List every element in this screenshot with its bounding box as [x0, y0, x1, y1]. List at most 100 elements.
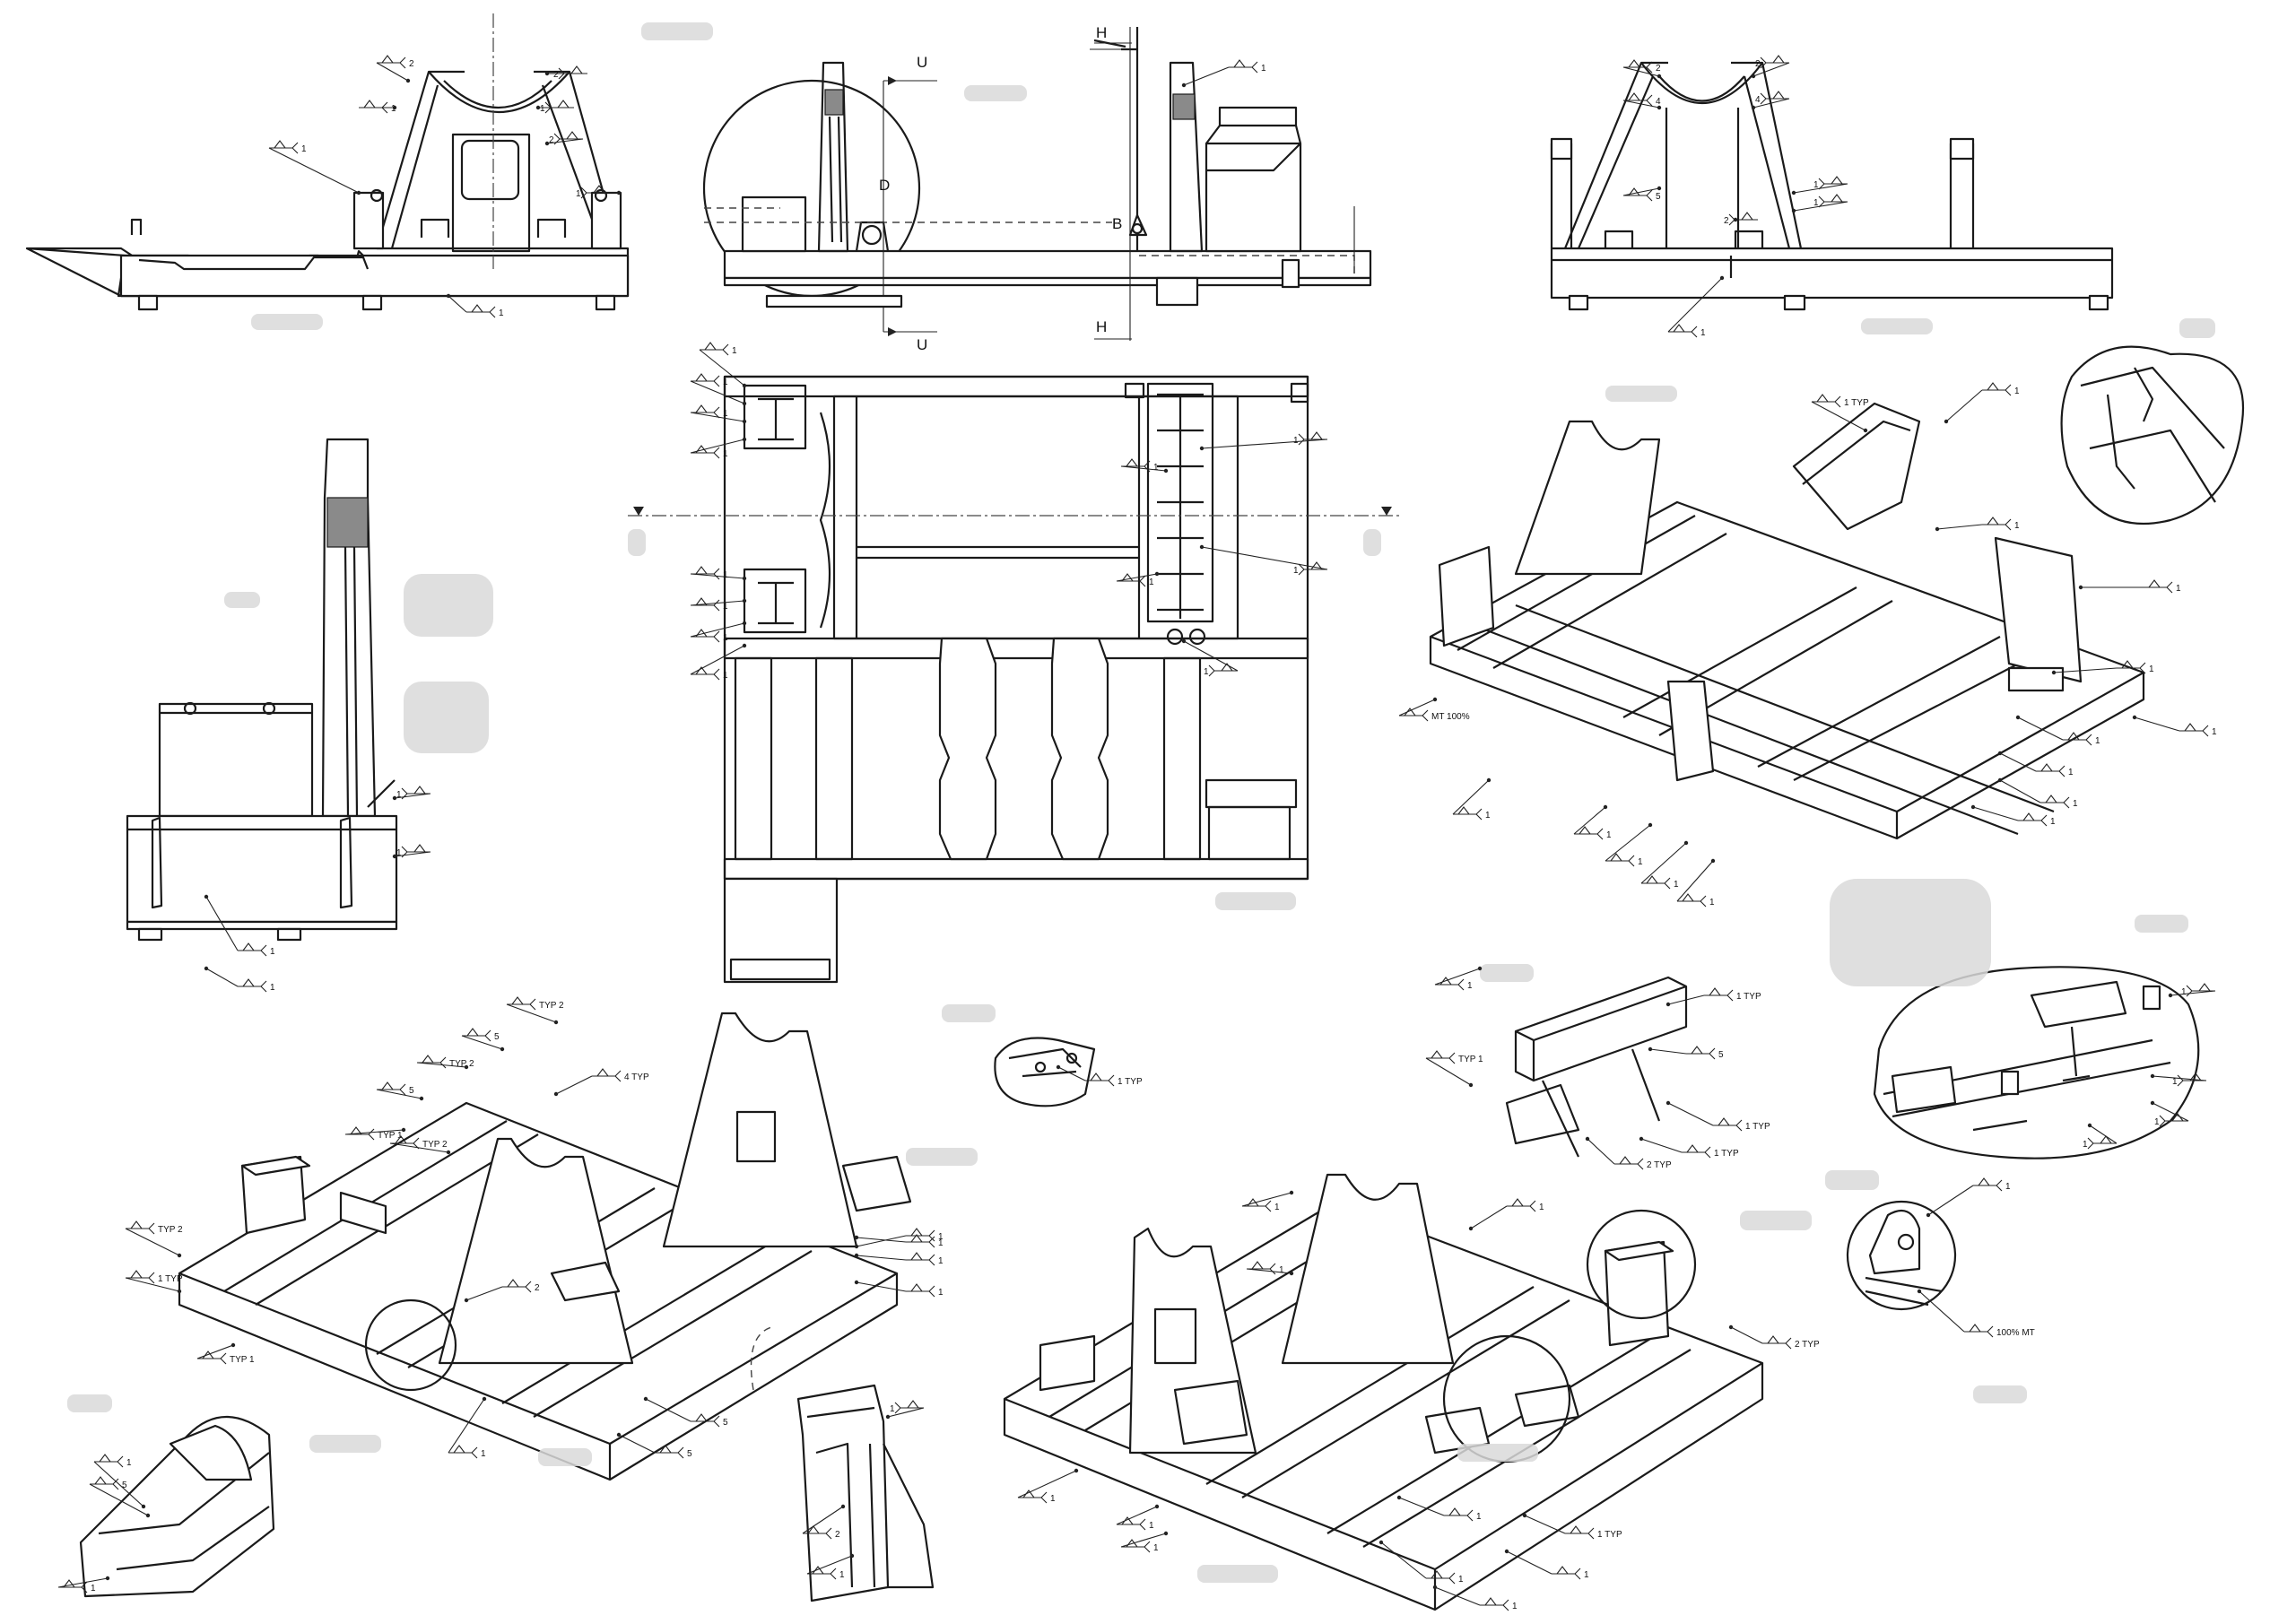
weld-symbol-icon: 5 — [643, 1396, 728, 1428]
weld-label: 1 — [723, 602, 728, 612]
weld-symbol-icon: 1 — [690, 404, 747, 424]
weld-label: 1 TYP — [1844, 398, 1869, 408]
weld-symbol-icon: 1 — [535, 100, 575, 114]
weld-symbol-icon: TYP 2 — [389, 1135, 451, 1155]
weld-label: 1 — [938, 1232, 944, 1242]
weld-symbol-icon: TYP 2 — [416, 1055, 474, 1070]
weld-label: 1 TYP — [1597, 1530, 1622, 1540]
weld-label: 1 — [2212, 727, 2217, 737]
weld-symbol-icon: 1 — [2078, 579, 2181, 594]
weld-symbol-icon: 2 — [544, 131, 584, 146]
weld-label: 2 — [409, 59, 414, 69]
weld-label: 5 — [687, 1449, 692, 1459]
weld-label: 1 — [890, 1404, 895, 1414]
weld-symbol-icon: 1 — [1640, 840, 1689, 890]
weld-label: 1 TYP — [1736, 992, 1761, 1002]
weld-label: 2 — [835, 1530, 840, 1540]
weld-label: 1 — [2176, 584, 2181, 594]
isometric-view-bottom-center — [1003, 1173, 1764, 1611]
weld-symbol-icon: 1 — [806, 1553, 855, 1580]
weld-label: 1 — [1485, 811, 1491, 821]
end-elevation-view — [1550, 61, 2114, 311]
weld-symbol-icon: 2 TYP — [1585, 1136, 1672, 1170]
weld-label: 5 — [723, 1418, 728, 1428]
detail-post-bottom-center — [750, 1326, 935, 1602]
weld-symbol-icon: TYP 1 — [344, 1126, 406, 1141]
cross-section-view-left — [126, 438, 398, 942]
weld-symbol-icon: TYP 1 — [1425, 1050, 1483, 1088]
weld-label: 1 — [2181, 987, 2187, 997]
weld-symbol-icon: 1 — [1434, 966, 1483, 991]
weld-symbol-icon: 1 — [2150, 1100, 2189, 1127]
section-label-h-bottom: H — [1096, 318, 1107, 335]
weld-label: 1 — [1293, 436, 1299, 446]
weld-label: 1 — [1606, 830, 1612, 840]
weld-label: 1 — [1458, 1575, 1464, 1585]
weld-symbol-icon: 1 — [1199, 544, 1328, 576]
weld-label: 1 TYP — [1745, 1122, 1770, 1132]
section-label-b: B — [1112, 215, 1122, 232]
weld-symbol-icon: 1 — [1791, 176, 1848, 195]
weld-label: 1 — [270, 983, 275, 993]
weld-label: 1 — [2014, 521, 2020, 531]
weld-label: 4 — [1656, 97, 1661, 107]
weld-symbol-icon: 1 — [392, 844, 431, 859]
weld-symbol-icon: 1 — [268, 140, 361, 195]
weld-symbol-icon: 1 TYP — [1811, 394, 1869, 433]
weld-symbol-icon: 1 — [1997, 751, 2074, 777]
weld-label: 1 — [1261, 64, 1266, 74]
weld-symbol-icon: TYP 2 — [125, 1220, 183, 1258]
weld-symbol-icon: 4 — [1751, 91, 1790, 110]
weld-label: 5 — [1718, 1050, 1724, 1060]
weld-label: 5 — [409, 1086, 414, 1096]
weld-symbol-icon: 1 — [1432, 1585, 1518, 1611]
weld-label: 1 — [1709, 898, 1715, 908]
weld-symbol-icon: 1 — [854, 1280, 944, 1298]
weld-label: 1 TYP — [1118, 1077, 1143, 1087]
detail-bubble-top-right — [2060, 345, 2245, 525]
weld-label: 1 — [1274, 1203, 1280, 1212]
weld-label: 1 — [1813, 198, 1819, 208]
weld-symbol-icon: 1 — [446, 293, 504, 318]
weld-label: 1 — [1476, 1512, 1482, 1522]
weld-label: 1 — [938, 1256, 944, 1266]
weld-label: 1 — [481, 1449, 486, 1459]
weld-symbol-icon: 1 — [2150, 1073, 2207, 1087]
weld-symbol-icon: 1 — [448, 1396, 487, 1459]
weld-symbol-icon: 1 — [1944, 382, 2020, 424]
weld-symbol-icon: 1 — [699, 342, 747, 388]
weld-label: 2 TYP — [1647, 1160, 1672, 1170]
weld-symbol-icon: 1 TYP — [1665, 1100, 1770, 1132]
weld-symbol-icon: 1 — [690, 621, 747, 643]
weld-label: 1 — [723, 378, 728, 387]
weld-symbol-icon: 1 — [1116, 1504, 1160, 1531]
weld-label: 1 — [396, 790, 402, 800]
weld-symbol-icon: 2 — [1751, 55, 1790, 79]
weld-symbol-icon: 1 — [1573, 804, 1612, 840]
weld-label: 1 — [723, 570, 728, 580]
weld-label: 2 — [1755, 59, 1761, 69]
weld-symbol-icon: 1 — [1241, 1190, 1294, 1212]
weld-label: 4 TYP — [624, 1073, 649, 1082]
weld-symbol-icon: MT 100% — [1398, 697, 1470, 722]
weld-symbol-icon: TYP 1 — [196, 1342, 255, 1365]
weld-symbol-icon: 1 — [1120, 1531, 1169, 1553]
weld-label: 1 — [1674, 880, 1679, 890]
weld-symbol-icon: 1 — [690, 643, 747, 681]
detail-bottom-left — [79, 1416, 275, 1598]
weld-label: 1 TYP — [158, 1274, 183, 1284]
weld-symbol-icon: 1 — [1926, 1177, 2011, 1218]
weld-symbol-icon: 1 TYP — [1522, 1513, 1622, 1540]
weld-symbol-icon: 1 — [2015, 715, 2100, 746]
weld-label: 1 — [126, 1458, 132, 1468]
weld-label: 1 — [1204, 667, 1209, 677]
weld-label: 1 — [540, 104, 545, 114]
weld-label: 100% MT — [1996, 1328, 2035, 1338]
weld-label: 1 — [2014, 386, 2020, 396]
weld-label: TYP 1 — [1458, 1055, 1483, 1064]
weld-symbol-icon: 5 — [461, 1028, 505, 1052]
weld-symbol-icon: 1 — [1997, 777, 2078, 809]
weld-symbol-icon: 1 — [854, 1228, 944, 1249]
weld-label: 1 — [1279, 1265, 1284, 1275]
